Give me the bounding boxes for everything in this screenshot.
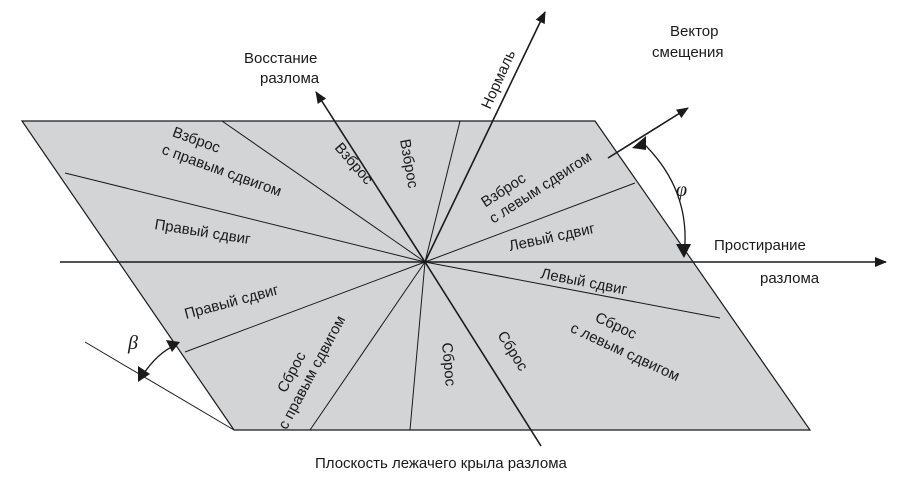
- beta-reference-line: [84, 341, 235, 431]
- sector-normal-a: Сброс: [438, 342, 459, 387]
- uplift-arrow: [315, 91, 426, 263]
- displacement-vector-arrow: [607, 107, 689, 159]
- beta-arrowhead-right: [166, 340, 180, 352]
- phi-arrowhead-bottom: [676, 244, 691, 258]
- displacement-label-line2: смещения: [652, 44, 723, 61]
- phi-arrowhead-top: [632, 136, 646, 150]
- normal-drawn-upper: [424, 11, 546, 263]
- displacement-label-line1: Вектор: [670, 23, 718, 40]
- strike-label-line2: разлома: [760, 270, 820, 287]
- sector-boundaries: [64, 120, 721, 431]
- strike-label-line1: Простирание: [714, 237, 806, 254]
- footwall-plane-label: Плоскость лежачего крыла разлома: [315, 455, 568, 472]
- phi-arc: [641, 141, 686, 257]
- normal-drawn: [424, 261, 542, 447]
- phi-symbol: φ: [676, 179, 687, 201]
- beta-symbol: β: [127, 332, 138, 354]
- uplift-label-line2: разлома: [260, 70, 320, 87]
- uplift-label-line1: Восстание: [244, 50, 317, 67]
- beta-arrowhead-left: [138, 366, 150, 382]
